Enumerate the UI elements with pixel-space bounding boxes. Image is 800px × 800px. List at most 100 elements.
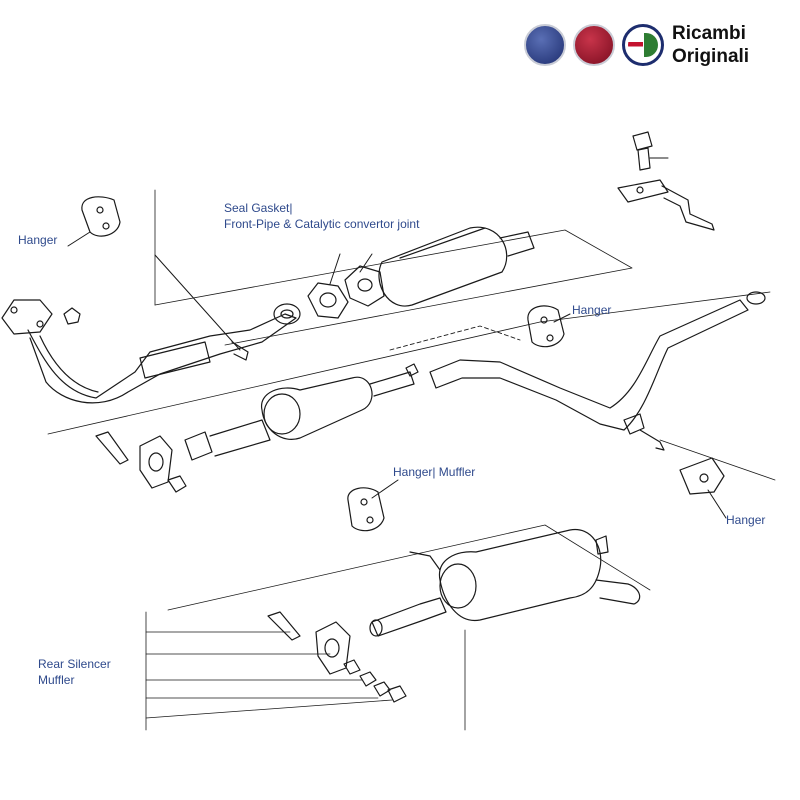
- label-hanger-mid-right: Hanger: [572, 303, 612, 317]
- intermediate-dashed-guide: [389, 325, 521, 351]
- lancia-logo: [524, 24, 566, 66]
- rear-silencer-inlet-pipe: [371, 597, 447, 637]
- rear-silencer-tailpipe: [595, 579, 641, 605]
- seal-gasket: [307, 282, 349, 319]
- panel-frames: [47, 189, 776, 611]
- rear-small-nut-3: [387, 685, 407, 703]
- rear-silencer-studs: [595, 535, 609, 555]
- hanger-mid-right-body: [527, 305, 565, 348]
- front-pipe-resonator: [139, 341, 211, 379]
- rear-silencer-body: [438, 528, 602, 622]
- hanger-muffler-hole-1: [360, 498, 368, 506]
- seal-gasket-hole: [319, 292, 337, 308]
- label-hanger-muffler: Hanger| Muffler: [393, 465, 476, 479]
- middle-pipe-run: [209, 419, 271, 457]
- front-pipe-end-flange: [273, 303, 301, 325]
- catalytic-converter-body: [378, 226, 508, 307]
- label-seal-gasket-line-2: Front-Pipe & Catalytic convertor joint: [224, 217, 420, 231]
- leader-hanger-far-right: [707, 489, 727, 519]
- hanger-top-left-hole-1: [96, 206, 104, 214]
- brand-title: Ricambi Originali: [672, 22, 749, 68]
- label-rear-silencer: Rear Silencer Muffler: [38, 656, 111, 688]
- clamp-nut: [167, 475, 187, 493]
- hanger-mid-right-hole-2: [546, 334, 554, 342]
- hanger-muffler-hole-2: [366, 516, 374, 524]
- bracket-bolt-shank: [637, 147, 651, 171]
- brand-line-1: Ricambi: [672, 23, 746, 44]
- intermediate-pipe-outlet: [746, 291, 766, 305]
- front-pipe: [1, 299, 301, 404]
- hanger-far-right-body: [679, 457, 725, 495]
- front-pipe-end-opening: [280, 309, 294, 319]
- panel-middle-frame: [47, 291, 771, 435]
- front-pipe-body: [27, 313, 297, 404]
- center-silencer-outlet: [369, 371, 415, 397]
- hanger-muffler-body: [347, 487, 385, 532]
- label-rear-silencer-line-2: Muffler: [38, 673, 75, 687]
- intermediate-pipe-bracket: [623, 413, 645, 435]
- rear-silencer-end-cap: [439, 563, 477, 609]
- hanger-top-left-body: [81, 196, 121, 237]
- bracket-plate: [617, 179, 669, 203]
- leader-hanger-mid-right: [553, 313, 571, 323]
- front-pipe-bracket: [231, 341, 249, 361]
- bracket-plate-hole: [636, 186, 644, 194]
- leader-seal-gasket-2: [329, 253, 341, 285]
- catalytic-converter-assembly: [307, 226, 535, 319]
- center-silencer-hanger-pin: [405, 363, 419, 377]
- cat-heat-shield-line: [399, 227, 486, 259]
- panel-middle-right-edge: [659, 439, 776, 481]
- bracket-bolt-head: [632, 131, 653, 151]
- hanger-far-right-hole: [699, 473, 709, 483]
- panel-bottom-frame: [167, 524, 651, 611]
- hanger-mid-right-hole-1: [540, 316, 548, 324]
- center-silencer-assembly: [95, 363, 419, 493]
- label-seal-gasket: Seal Gasket| Front-Pipe & Catalytic conv…: [224, 200, 419, 232]
- leader-seal-gasket: [359, 253, 373, 273]
- front-pipe-inner-line: [39, 335, 99, 393]
- front-pipe-flange: [1, 299, 53, 335]
- hanger-mid-right-part: [527, 305, 571, 348]
- label-seal-gasket-line-1: Seal Gasket|: [224, 201, 293, 215]
- clamp-bolt: [95, 431, 129, 465]
- clamp-opening: [148, 452, 164, 472]
- leader-front-pipe-joint: [154, 254, 241, 351]
- leader-hanger-muffler: [371, 479, 399, 499]
- cat-inlet-flange: [344, 265, 385, 307]
- rear-small-nut-1: [359, 671, 377, 687]
- cat-outlet-pipe: [499, 231, 535, 257]
- intermediate-pipe: [389, 291, 766, 451]
- rear-clamp-opening: [324, 638, 340, 658]
- front-middle-pipe: [184, 431, 213, 461]
- label-hanger-far-right: Hanger: [726, 513, 766, 527]
- rear-silencer-assembly: [145, 528, 641, 731]
- center-silencer-clamp: [139, 435, 173, 489]
- hanger-far-right-part: [679, 457, 727, 519]
- bolt-and-bracket: [617, 131, 715, 231]
- panel-top-frame: [154, 229, 633, 346]
- rear-silencer-hanger-rod: [409, 551, 441, 571]
- hanger-top-left-part: [67, 196, 121, 247]
- rear-clamp-bolt: [267, 611, 301, 641]
- cat-inlet-opening: [357, 278, 373, 292]
- center-silencer-body: [261, 376, 373, 440]
- intermediate-pipe-body: [429, 299, 749, 431]
- rear-small-nut-2: [373, 681, 391, 697]
- rear-clamp-nut: [343, 659, 361, 675]
- flange-bolt-hole-2: [36, 320, 44, 328]
- front-pipe-small-nut: [63, 307, 81, 325]
- hanger-muffler-part: [347, 479, 399, 532]
- label-hanger-top-left: Hanger: [18, 233, 58, 247]
- rear-leader-5: [145, 699, 393, 719]
- brand-line-2: Originali: [672, 46, 750, 67]
- leader-hanger-top-left: [67, 231, 91, 247]
- bracket-rod: [661, 185, 715, 231]
- label-rear-silencer-line-1: Rear Silencer: [38, 657, 111, 671]
- flange-bolt-hole-1: [10, 306, 18, 314]
- fiat-logo: [573, 24, 615, 66]
- center-silencer-end-cap: [263, 393, 301, 435]
- alfa-romeo-logo: [622, 24, 664, 66]
- intermediate-pipe-hanger-rod: [639, 429, 665, 451]
- rear-silencer-inlet-opening: [369, 619, 383, 637]
